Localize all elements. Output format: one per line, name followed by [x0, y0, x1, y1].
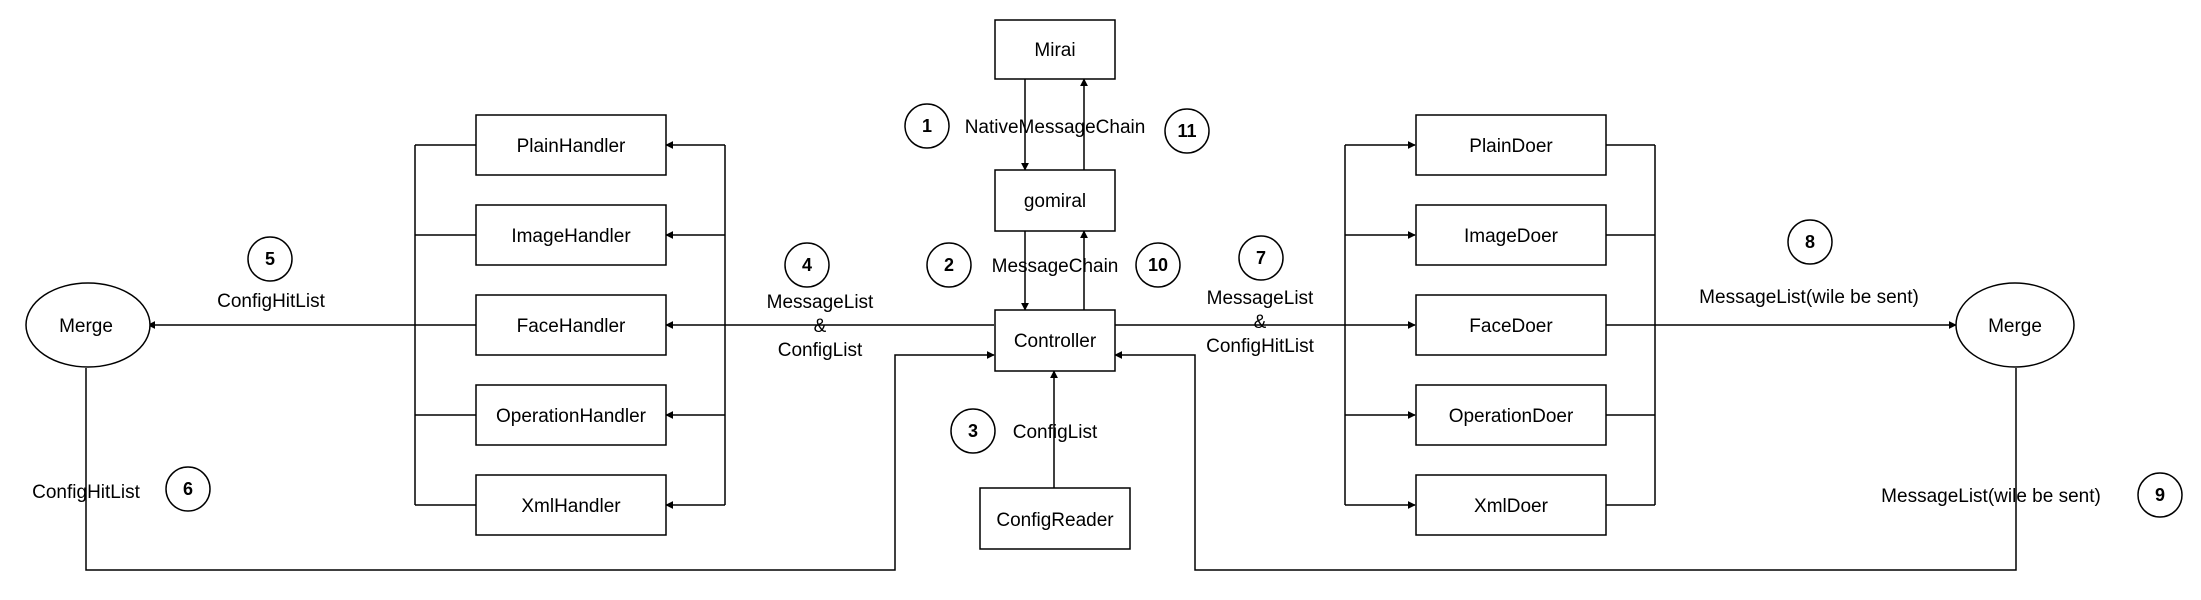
svg-text:10: 10 — [1148, 255, 1168, 275]
svg-text:11: 11 — [1177, 121, 1196, 141]
node-controller: Controller — [994, 309, 1116, 372]
node-face-doer: FaceDoer — [1415, 294, 1607, 356]
label-config-hit-list-top: ConfigHitList — [217, 291, 325, 312]
label-config-list: ConfigList — [1013, 422, 1098, 443]
node-plain-doer: PlainDoer — [1415, 114, 1607, 176]
svg-text:OperationDoer: OperationDoer — [1449, 406, 1574, 427]
step-1-badge: 1 — [904, 103, 950, 149]
label-right-config-hit-list: ConfigHitList — [1206, 336, 1314, 357]
label-message-list-sent-bottom: MessageList(wile be sent) — [1881, 486, 2101, 507]
svg-text:8: 8 — [1805, 232, 1815, 252]
label-left-amp: & — [814, 316, 827, 337]
label-config-hit-list-bottom: ConfigHitList — [32, 482, 140, 503]
svg-text:ImageDoer: ImageDoer — [1464, 226, 1559, 247]
svg-text:Merge: Merge — [59, 316, 113, 337]
node-mirai: Mirai — [994, 19, 1116, 80]
svg-text:FaceDoer: FaceDoer — [1469, 316, 1553, 337]
node-image-doer: ImageDoer — [1415, 204, 1607, 266]
node-merge-left: Merge — [25, 282, 151, 368]
svg-text:6: 6 — [183, 479, 193, 499]
node-operation-handler: OperationHandler — [475, 384, 667, 446]
step-10-badge: 10 — [1135, 242, 1181, 288]
svg-text:Merge: Merge — [1988, 316, 2042, 337]
svg-text:9: 9 — [2155, 485, 2165, 505]
svg-text:ImageHandler: ImageHandler — [511, 226, 631, 247]
svg-text:PlainDoer: PlainDoer — [1469, 136, 1553, 157]
svg-text:Mirai: Mirai — [1034, 40, 1075, 61]
step-5-badge: 5 — [247, 236, 293, 282]
step-4-badge: 4 — [784, 242, 830, 288]
svg-text:1: 1 — [922, 116, 932, 136]
svg-text:4: 4 — [802, 255, 812, 275]
label-right-amp: & — [1254, 312, 1267, 333]
arrow-merge-left-to-controller — [85, 351, 995, 571]
node-merge-right: Merge — [1955, 282, 2075, 368]
svg-text:ConfigReader: ConfigReader — [996, 510, 1114, 531]
step-8-badge: 8 — [1787, 219, 1833, 265]
step-6-badge: 6 — [165, 466, 211, 512]
label-left-message-list: MessageList — [767, 292, 874, 313]
svg-text:5: 5 — [265, 249, 275, 269]
node-operation-doer: OperationDoer — [1415, 384, 1607, 446]
label-message-chain: MessageChain — [992, 256, 1119, 277]
svg-text:XmlDoer: XmlDoer — [1474, 496, 1549, 517]
node-config-reader: ConfigReader — [979, 487, 1131, 550]
svg-text:OperationHandler: OperationHandler — [496, 406, 647, 427]
label-left-config-list: ConfigList — [778, 340, 863, 361]
step-9-badge: 9 — [2137, 472, 2183, 518]
svg-text:FaceHandler: FaceHandler — [517, 316, 626, 337]
svg-text:Controller: Controller — [1014, 331, 1097, 352]
svg-text:gomiral: gomiral — [1024, 191, 1086, 212]
node-xml-doer: XmlDoer — [1415, 474, 1607, 536]
svg-text:XmlHandler: XmlHandler — [521, 496, 621, 517]
svg-text:3: 3 — [968, 421, 978, 441]
node-gomiral: gomiral — [994, 169, 1116, 232]
node-face-handler: FaceHandler — [475, 294, 667, 356]
label-message-list-sent-top: MessageList(wile be sent) — [1699, 287, 1919, 308]
step-2-badge: 2 — [926, 242, 972, 288]
step-7-badge: 7 — [1238, 235, 1284, 281]
arrow-merge-right-to-controller — [1114, 351, 2017, 571]
svg-text:PlainHandler: PlainHandler — [517, 136, 626, 157]
label-right-message-list: MessageList — [1207, 288, 1314, 309]
node-plain-handler: PlainHandler — [475, 114, 667, 176]
svg-text:7: 7 — [1256, 248, 1266, 268]
node-image-handler: ImageHandler — [475, 204, 667, 266]
step-3-badge: 3 — [950, 408, 996, 454]
svg-text:2: 2 — [944, 255, 954, 275]
label-native-message-chain: NativeMessageChain — [965, 117, 1146, 138]
node-xml-handler: XmlHandler — [475, 474, 667, 536]
step-11-badge: 11 — [1164, 108, 1210, 154]
